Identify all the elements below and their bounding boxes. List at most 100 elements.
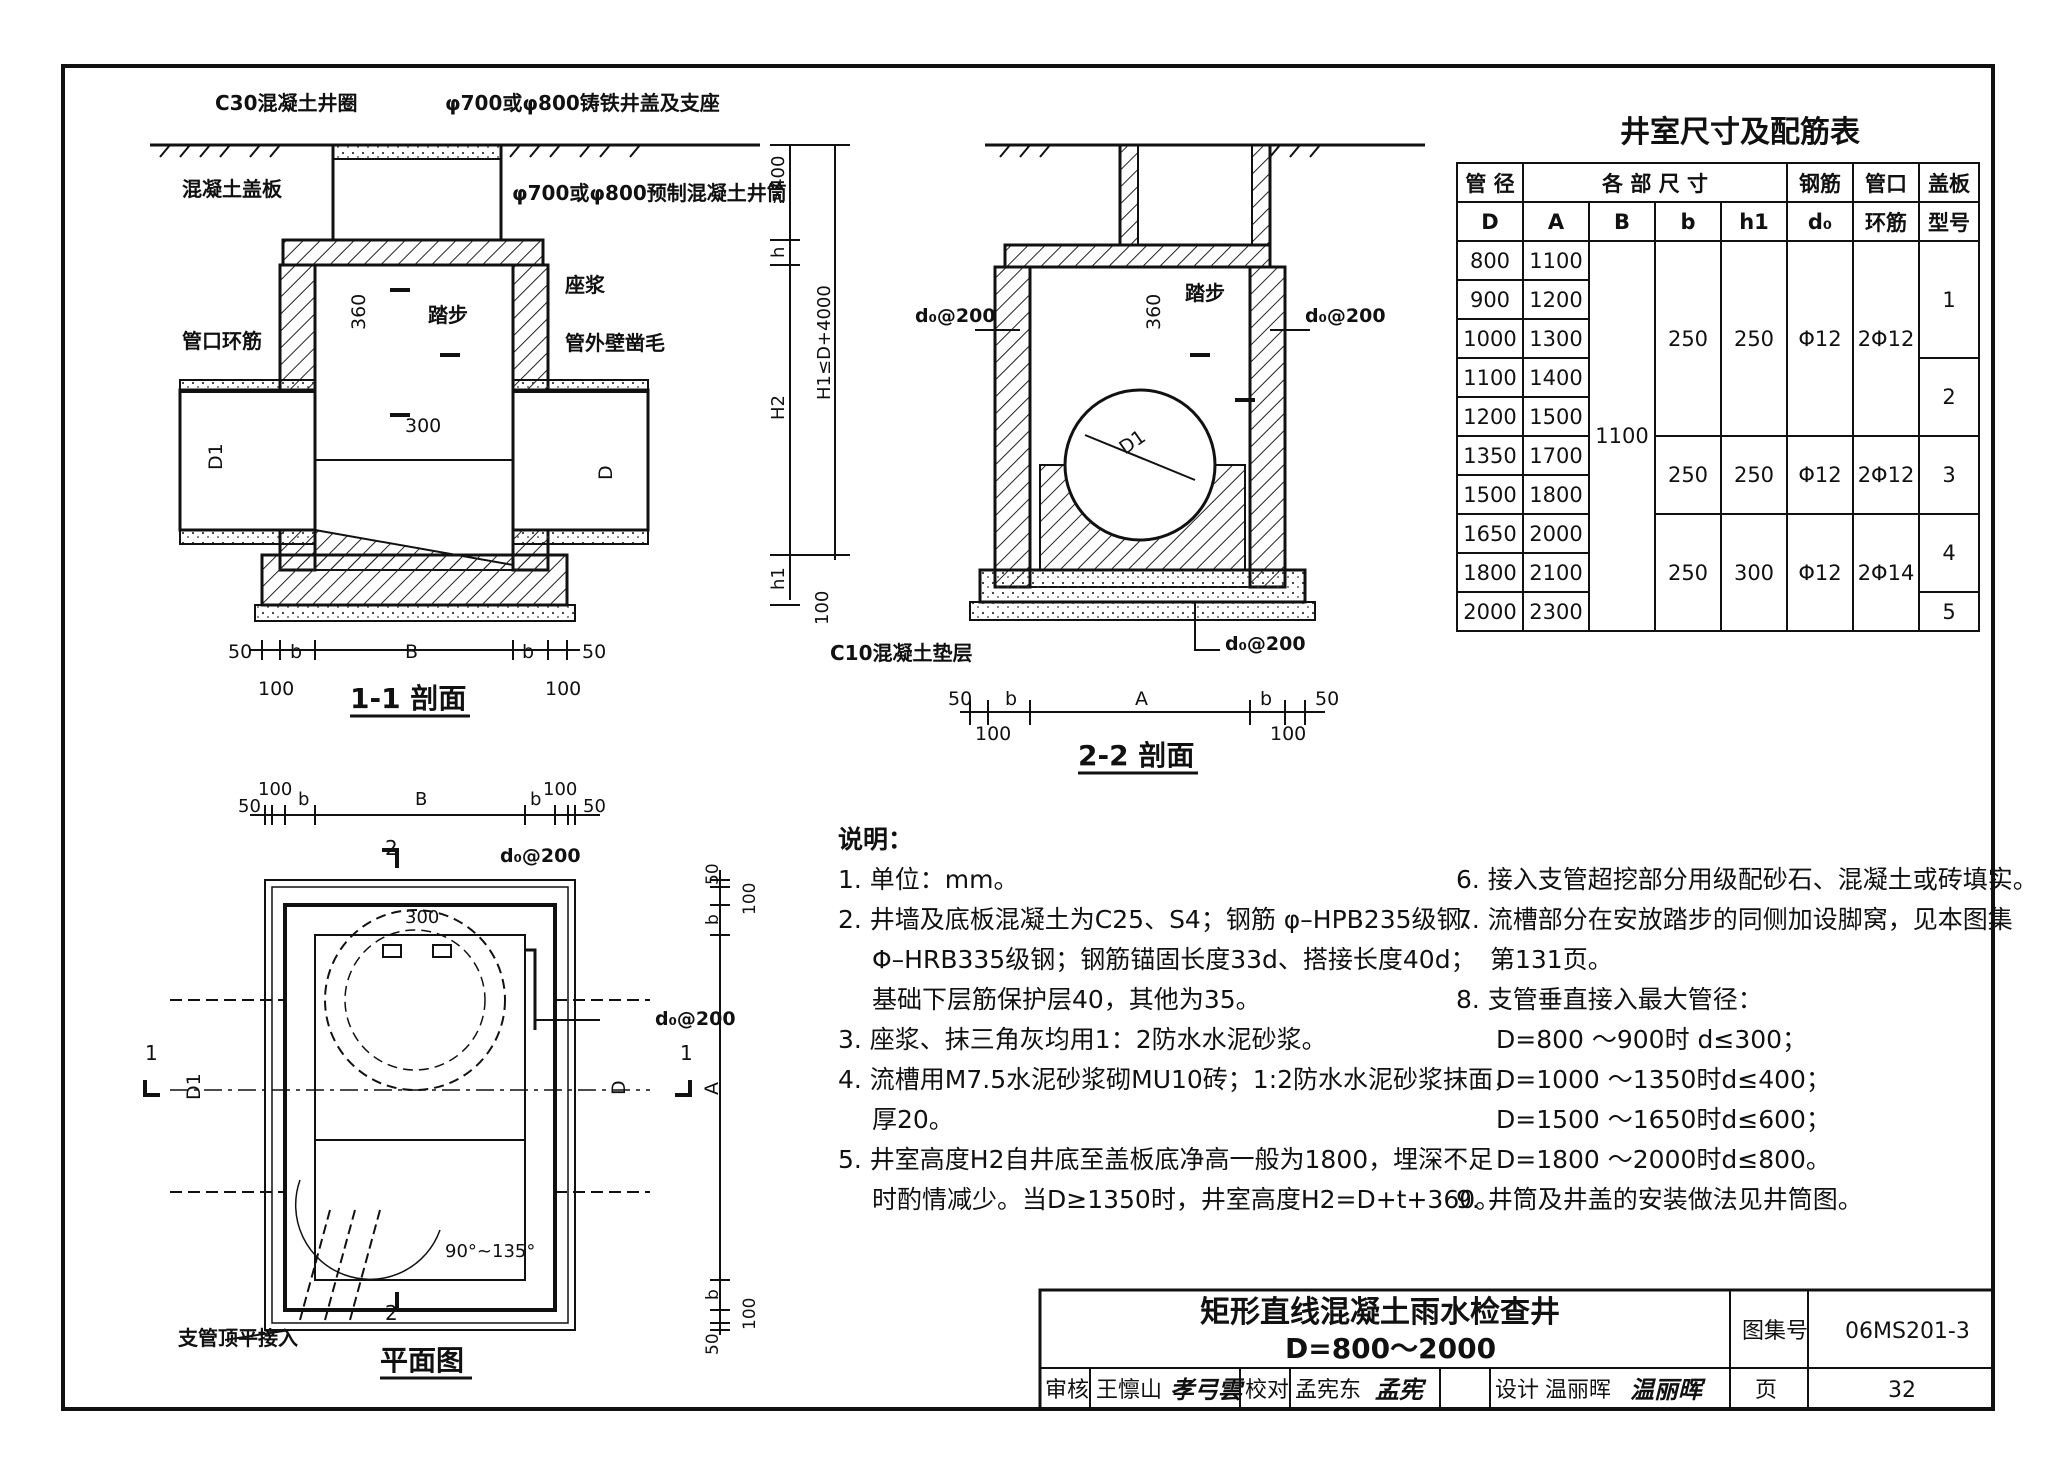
cell-D: 2000 <box>1456 591 1524 632</box>
s1-ring-label: C30混凝土井圈 <box>215 91 358 115</box>
cell-A: 1700 <box>1522 435 1590 476</box>
plan-top-B: B <box>415 789 427 810</box>
cell-d0: Φ12 <box>1786 513 1854 632</box>
th-pipe: 管 径 <box>1456 162 1524 203</box>
plan-r-100-bottom: 100 <box>740 1298 760 1330</box>
s1-dim-h2: H2 <box>768 395 789 420</box>
note-line: 2. 井墙及底板混凝土为C25、S4；钢筋 φ–HPB235级钢、 <box>838 905 1487 934</box>
checker-signature: 孟宪 <box>1375 1376 1427 1404</box>
s2-step: 踏步 <box>1185 281 1225 305</box>
note-line: 8. 支管垂直接入最大管径： <box>1456 985 1763 1014</box>
plan-mark-2-top: 2 <box>385 836 398 860</box>
reviewer-signature: 孝弓雲 <box>1170 1376 1245 1404</box>
cell-type: 1 <box>1918 240 1980 359</box>
s1-bb-r: b <box>522 641 534 663</box>
s1-dim-400: ≥400 <box>768 156 789 205</box>
s1-dim-100: 100 <box>812 591 833 625</box>
s1-pipe-ring-label: 管口环筋 <box>182 329 262 353</box>
cell-D: 1200 <box>1456 396 1524 437</box>
cell-A: 2300 <box>1522 591 1590 632</box>
cell-ring: 2Φ12 <box>1852 435 1920 515</box>
plan-mark-1-left: 1 <box>145 1041 158 1065</box>
page-label: 页 <box>1755 1378 1777 1403</box>
s1-300: 300 <box>405 415 441 437</box>
check-label: 校对 <box>1245 1378 1289 1403</box>
plan-d0-top: d₀@200 <box>500 845 581 867</box>
th-h1: h1 <box>1720 201 1788 242</box>
cell-D: 1500 <box>1456 474 1524 515</box>
title-line-2: D=800～2000 <box>1285 1332 1496 1365</box>
s1-b50-r: 50 <box>582 641 606 663</box>
notes-left: 说明： 1. 单位：mm。 2. 井墙及底板混凝土为C25、S4；钢筋 φ–HP… <box>838 820 1518 1220</box>
cell-A: 1800 <box>1522 474 1590 515</box>
cell-h1: 300 <box>1720 513 1788 632</box>
note-line: 厚20。 <box>872 1105 954 1134</box>
cell-type: 3 <box>1918 435 1980 515</box>
note-line: D=1500 ～1650时d≤600； <box>1496 1105 1831 1134</box>
cell-h1: 250 <box>1720 240 1788 437</box>
plan-branch: 支管顶平接入 <box>178 1326 298 1350</box>
table-row: 1650 2000 250 300 Φ12 2Φ14 4 <box>1456 513 1980 632</box>
title-line-1: 矩形直线混凝土雨水检查井 <box>1200 1295 1560 1330</box>
section-2-2 <box>960 143 1425 725</box>
s1-360: 360 <box>348 294 370 330</box>
cell-b: 250 <box>1654 240 1722 437</box>
s1-b100-l: 100 <box>258 678 294 700</box>
cell-D: 900 <box>1456 279 1524 320</box>
s2-360: 360 <box>1143 294 1165 330</box>
note-line: 时酌情减少。当D≥1350时，井室高度H2=D+t+360。 <box>872 1185 1501 1214</box>
notes-heading: 说明： <box>838 825 914 854</box>
plan-top-50-l: 50 <box>238 796 261 817</box>
table-row: 1350 1700 250 250 Φ12 2Φ12 3 <box>1456 435 1980 515</box>
plan-r-50-bottom: 50 <box>703 1333 723 1355</box>
note-line: 6. 接入支管超挖部分用级配砂石、混凝土或砖填实。 <box>1456 865 2038 894</box>
th-B: B <box>1588 201 1656 242</box>
cell-type: 5 <box>1918 591 1980 632</box>
plan-r-b-bottom: b <box>703 1289 723 1300</box>
th-type: 型号 <box>1918 201 1980 242</box>
s1-b100-r: 100 <box>545 678 581 700</box>
plan-mark-1-right: 1 <box>680 1041 693 1065</box>
th-b: b <box>1654 201 1722 242</box>
s1-shaft-label: φ700或φ800预制混凝土井筒 <box>512 181 787 205</box>
th-slab: 盖板 <box>1918 162 1980 203</box>
title-block <box>1038 1288 1995 1411</box>
cell-B: 1100 <box>1588 240 1656 632</box>
th-A: A <box>1522 201 1590 242</box>
s2-b100-l: 100 <box>975 723 1011 745</box>
cell-A: 1400 <box>1522 357 1590 398</box>
plan-d: D <box>608 1080 630 1095</box>
s2-b50-r: 50 <box>1315 688 1339 710</box>
plan-a: A <box>701 1082 723 1095</box>
cell-ring: 2Φ12 <box>1852 240 1920 437</box>
cell-D: 1800 <box>1456 552 1524 593</box>
note-line: 5. 井室高度H2自井底至盖板底净高一般为1800，埋深不足 <box>838 1145 1494 1174</box>
plan-top-100-l: 100 <box>258 779 292 800</box>
table-title: 井室尺寸及配筋表 <box>1620 115 1860 150</box>
th-ring: 管口 <box>1852 162 1920 203</box>
table-row: 2000 2300 5 <box>1456 591 1980 632</box>
s2-d0-right: d₀@200 <box>1305 305 1386 327</box>
cell-D: 1350 <box>1456 435 1524 476</box>
s1-roughen-label: 管外壁凿毛 <box>565 331 665 355</box>
plan-top-b-r: b <box>530 789 541 810</box>
cell-D: 1000 <box>1456 318 1524 359</box>
plan-view <box>143 805 730 1341</box>
th-ring2: 环筋 <box>1852 201 1920 242</box>
plan-top-50-r: 50 <box>583 796 606 817</box>
s2-bb-r: b <box>1260 688 1272 710</box>
review-label: 审核 <box>1045 1378 1089 1403</box>
s1-title: 1-1 剖面 <box>350 682 466 715</box>
checker-name: 孟宪东 <box>1295 1378 1361 1403</box>
s2-d1: D1 <box>1115 426 1150 459</box>
table-row: 800 1100 1100 250 250 Φ12 2Φ12 1 <box>1456 240 1980 632</box>
plan-r-100-top: 100 <box>740 883 760 915</box>
plan-r-b-top: b <box>703 914 723 925</box>
plan-top-b-l: b <box>298 789 309 810</box>
s2-d0-bottom: d₀@200 <box>1225 633 1306 655</box>
note-line: D=1000 ～1350时d≤400； <box>1496 1065 1831 1094</box>
s1-d1: D1 <box>205 443 227 470</box>
